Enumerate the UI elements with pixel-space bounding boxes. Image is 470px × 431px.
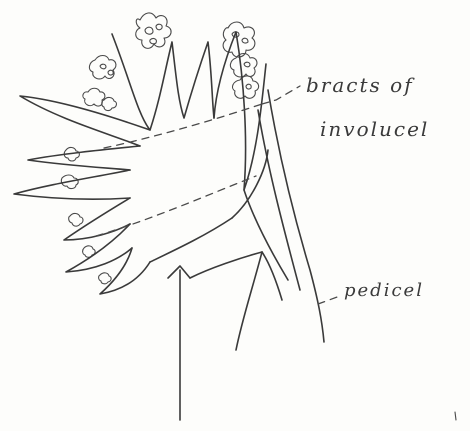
label-pedicel: pedicel xyxy=(344,280,424,301)
leader-pedicel xyxy=(318,296,340,304)
leader-lines xyxy=(96,86,340,304)
label-bracts-of: bracts of xyxy=(306,73,415,97)
pedicel-stalk xyxy=(168,252,282,420)
leader-bracts-2 xyxy=(96,176,256,236)
receptacle-body xyxy=(150,90,324,342)
leader-bracts-3 xyxy=(262,86,300,104)
stray-mark xyxy=(455,412,456,420)
label-involucel: involucel xyxy=(320,117,429,141)
involucel-bracts xyxy=(14,32,266,294)
flower-cluster-top-left xyxy=(83,13,171,111)
